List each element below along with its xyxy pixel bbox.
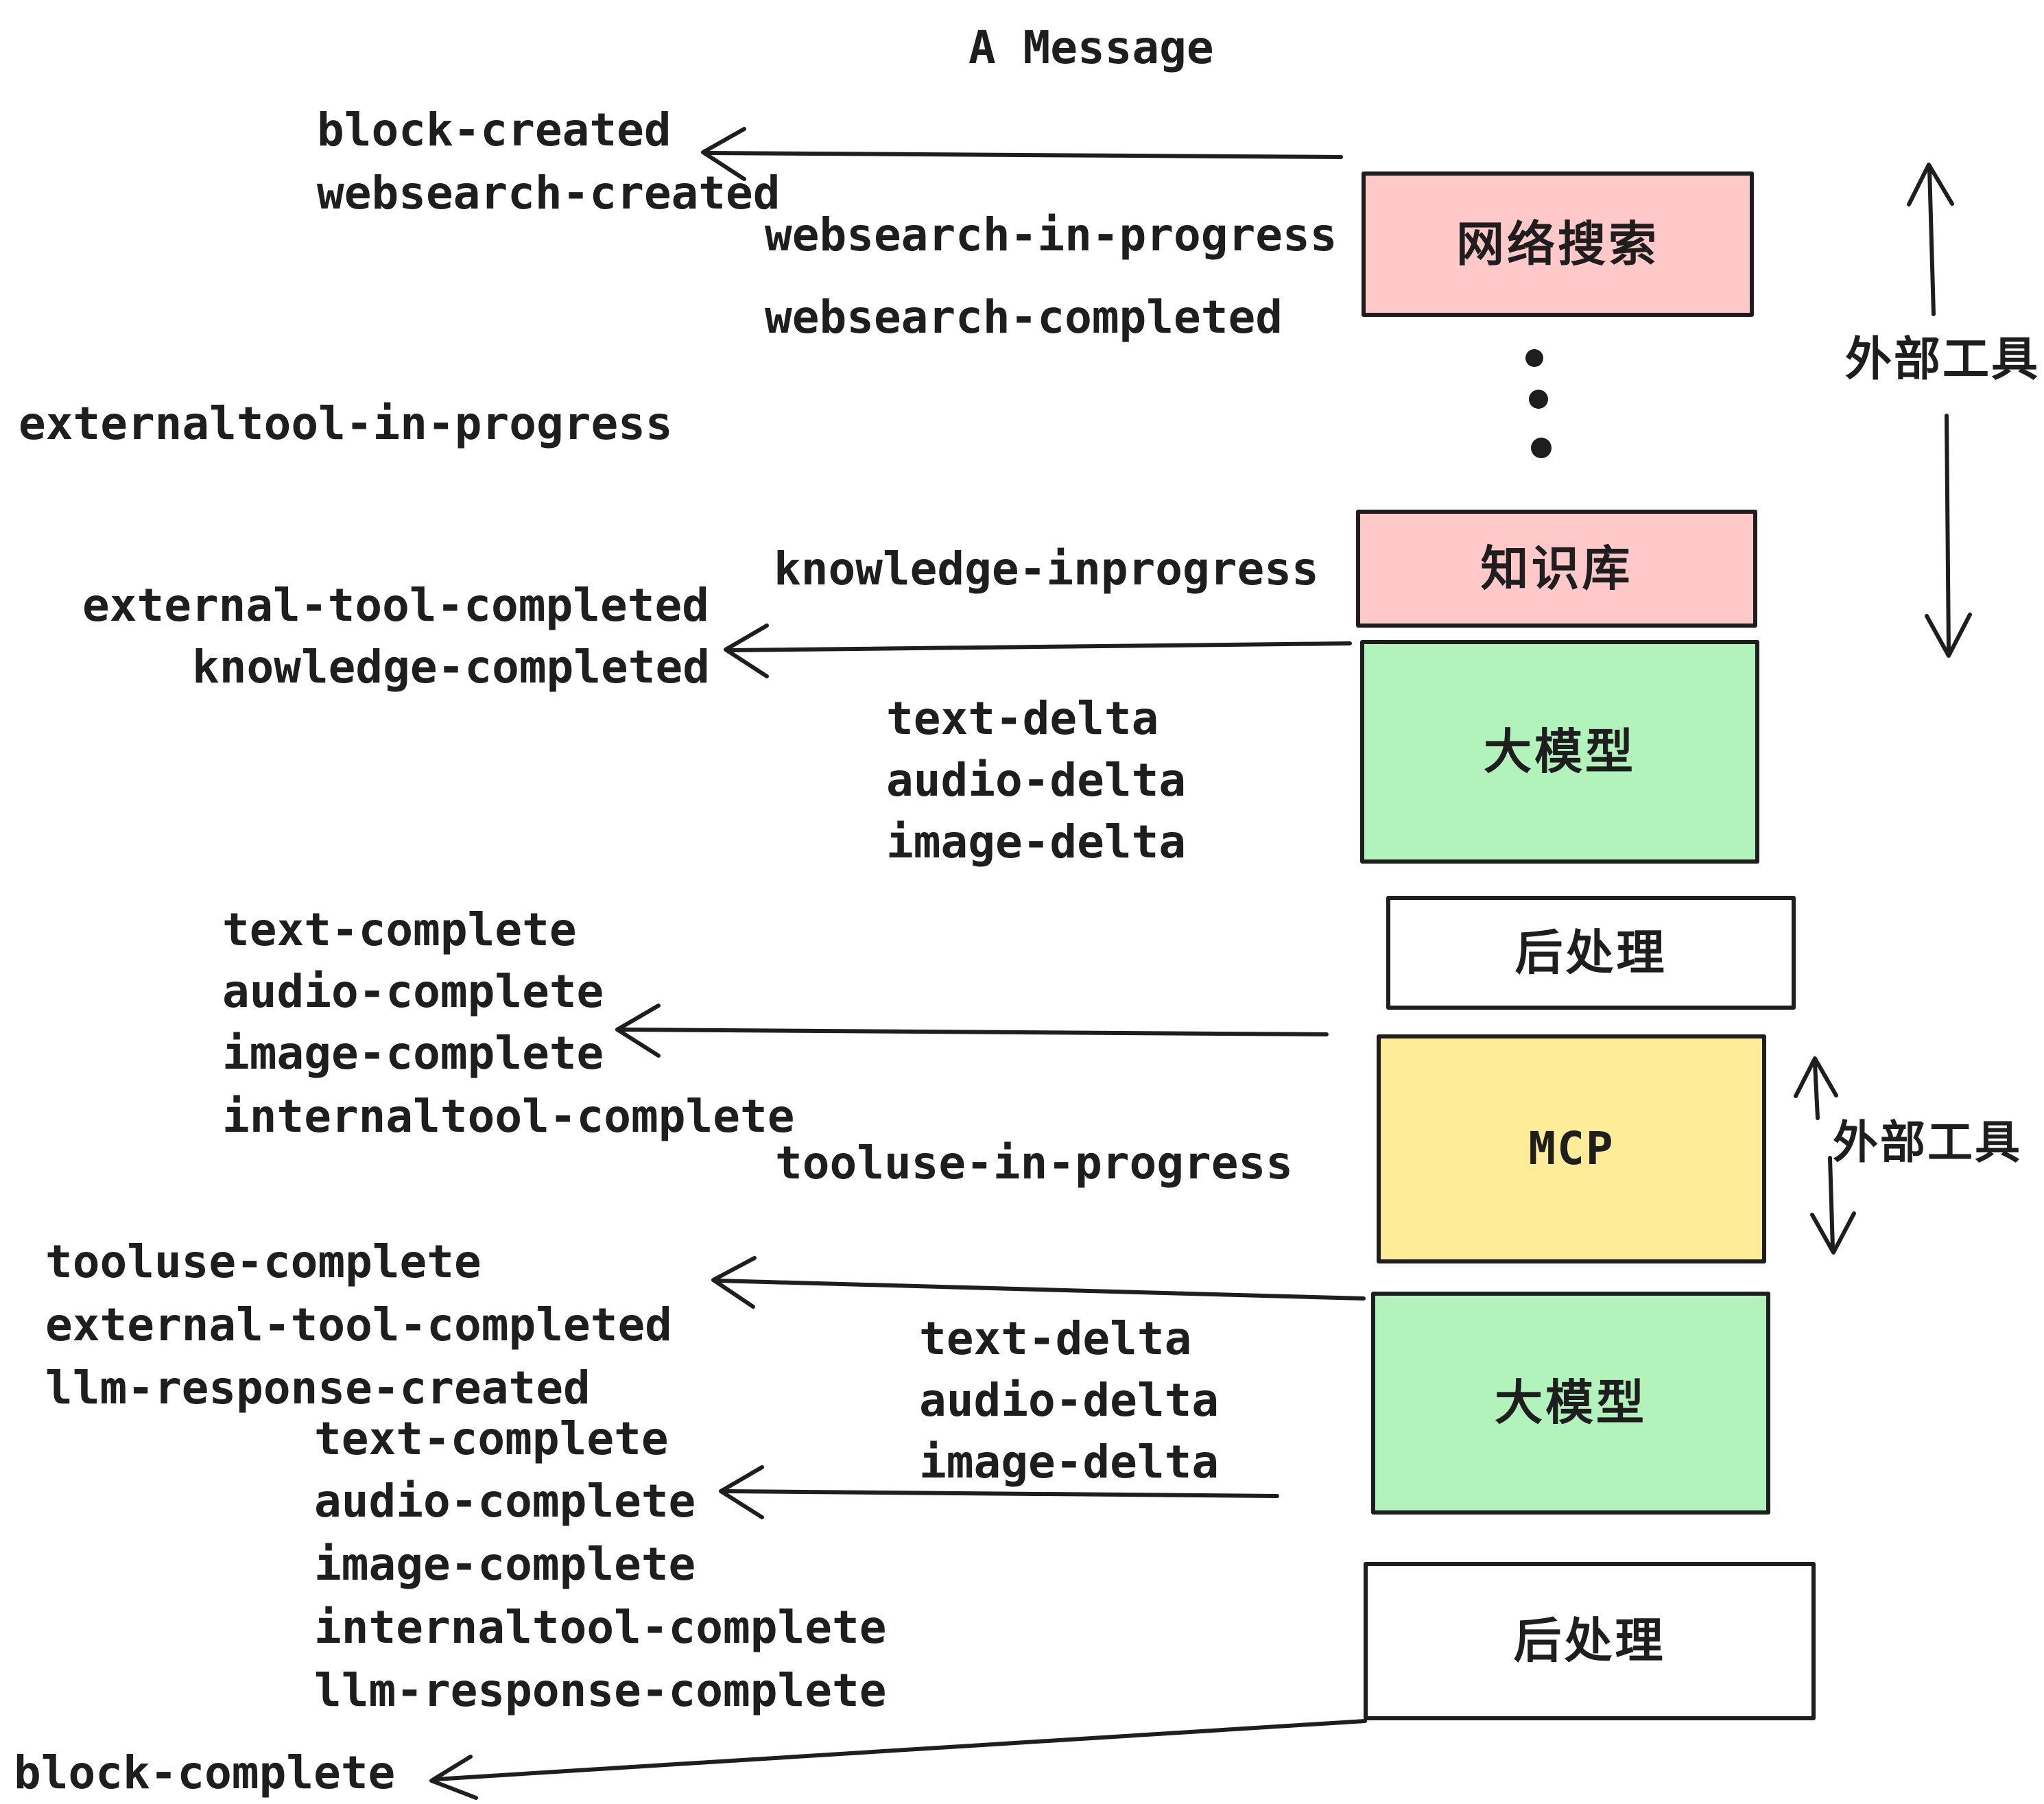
node-postprocess-2-box: 后处理	[1364, 1562, 1816, 1720]
arrow-external-tools-down	[1925, 414, 1972, 658]
event-internaltool-complete-2: internaltool-complete	[314, 1601, 887, 1654]
event-text-delta-2: text-delta	[919, 1312, 1192, 1365]
event-llm-response-complete: llm-response-complete	[314, 1664, 887, 1717]
arrow-knowledge-completed	[724, 624, 1352, 678]
event-audio-delta-2: audio-delta	[919, 1374, 1220, 1427]
node-mcp-label: MCP	[1528, 1121, 1615, 1175]
event-knowledge-inprogress: knowledge-inprogress	[774, 543, 1319, 595]
node-postprocess-2-label: 后处理	[1513, 1613, 1666, 1669]
event-external-tool-completed: external-tool-completed	[82, 579, 709, 632]
event-audio-complete-2: audio-complete	[314, 1475, 696, 1528]
event-text-complete-2: text-complete	[314, 1412, 669, 1465]
node-websearch-box: 网络搜索	[1362, 171, 1754, 317]
annotation-external-tools-top: 外部工具	[1845, 333, 2041, 387]
node-llm-1-box: 大模型	[1360, 640, 1759, 864]
diagram-title: A Message	[968, 21, 1214, 74]
event-block-complete: block-complete	[14, 1746, 396, 1799]
event-image-delta-2: image-delta	[919, 1436, 1220, 1488]
event-llm-response-created: llm-response-created	[45, 1362, 591, 1414]
arrow-external-tools-up	[1907, 163, 1954, 316]
event-internaltool-complete-1: internaltool-complete	[222, 1090, 795, 1143]
arrow-tooluse-complete	[711, 1256, 1366, 1309]
vertical-ellipsis-icon	[1525, 349, 1552, 458]
event-image-complete-1: image-complete	[222, 1027, 604, 1080]
event-audio-complete-1: audio-complete	[222, 965, 604, 1018]
event-tooluse-in-progress: tooluse-in-progress	[775, 1137, 1293, 1189]
event-websearch-in-progress: websearch-in-progress	[765, 209, 1338, 261]
event-websearch-created: websearch-created	[317, 167, 781, 219]
node-llm-2-label: 大模型	[1495, 1375, 1647, 1431]
event-audio-delta-1: audio-delta	[886, 754, 1187, 807]
arrow-mcp-external-up	[1794, 1056, 1838, 1120]
event-externaltool-in-progress: externaltool-in-progress	[19, 397, 673, 450]
event-external-tool-completed-2: external-tool-completed	[45, 1298, 672, 1351]
arrow-image-complete	[615, 1004, 1329, 1058]
arrow-mcp-external-down	[1810, 1156, 1856, 1255]
node-websearch-label: 网络搜索	[1456, 215, 1659, 272]
event-knowledge-completed: knowledge-completed	[192, 641, 710, 693]
event-text-complete-1: text-complete	[222, 903, 577, 956]
node-knowledge-label: 知识库	[1480, 540, 1633, 597]
event-image-complete-2: image-complete	[314, 1538, 696, 1591]
event-block-created: block-created	[317, 104, 672, 156]
annotation-external-tools-mcp: 外部工具	[1833, 1116, 2022, 1169]
event-text-delta-1: text-delta	[886, 692, 1159, 745]
event-websearch-completed: websearch-completed	[765, 291, 1283, 344]
node-postprocess-1-label: 后处理	[1514, 924, 1667, 981]
event-tooluse-complete: tooluse-complete	[45, 1235, 482, 1288]
arrow-block-complete	[429, 1719, 1367, 1800]
node-llm-1-label: 大模型	[1484, 723, 1636, 780]
node-knowledge-box: 知识库	[1356, 510, 1757, 628]
arrow-block-created	[701, 127, 1343, 181]
node-llm-2-box: 大模型	[1371, 1292, 1770, 1515]
node-postprocess-1-box: 后处理	[1386, 896, 1796, 1010]
event-image-delta-1: image-delta	[886, 816, 1187, 868]
node-mcp-box: MCP	[1377, 1034, 1766, 1263]
arrow-audio-complete	[719, 1465, 1279, 1519]
